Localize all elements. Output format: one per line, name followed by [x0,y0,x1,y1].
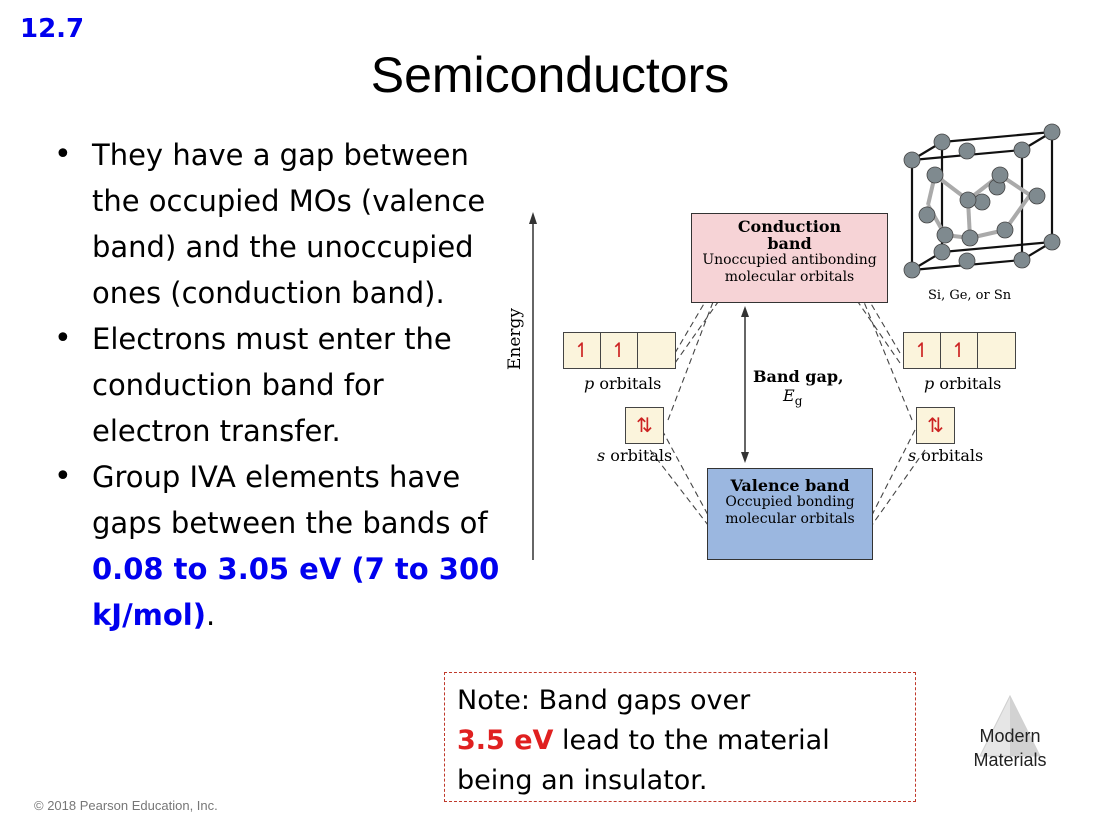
band-gap-label: Band gap, [753,367,844,386]
bullet-text: Electrons must enter the conduction band… [92,322,452,448]
s-orbital-box: ⇅ [636,413,653,437]
right-s-orbital: ⇅ [916,407,955,444]
band-gap-arrowhead-bottom [741,452,749,463]
valence-band-desc-1: Occupied bonding [725,494,855,510]
bullet-text-end: . [206,598,216,632]
bullet-text: Group IVA elements have gaps between the… [92,460,488,540]
left-s-orbital: ⇅ [625,407,664,444]
bullet-item: Electrons must enter the conduction band… [50,316,500,454]
energy-axis-label: Energy [505,307,525,370]
modern-materials-badge: Modern Materials [962,694,1058,774]
bullet-item: Group IVA elements have gaps between the… [50,454,500,638]
right-correlation-lines [857,301,926,526]
right-p-orbitals: ↿ ↿ [903,332,1016,369]
p-orbital-box: ↿ [904,333,941,368]
p-orbital-box [978,333,1015,368]
valence-band-box: Valence band Occupied bonding molecular … [707,468,873,560]
insulator-threshold: 3.5 eV [457,725,554,756]
conduction-band-title-1: Conduction [737,217,842,236]
left-correlation-lines [649,301,719,526]
conduction-band-desc-1: Unoccupied antibonding [702,252,877,268]
slide-title: Semiconductors [370,47,730,103]
note-line-2: 3.5 eV lead to the material [457,725,830,756]
band-gap-range: 0.08 to 3.05 eV (7 to 300 kJ/mol) [92,552,500,632]
pyramid-icon [979,694,1041,757]
left-s-orbitals-label: s orbitals [597,446,673,465]
energy-axis-arrowhead [529,212,537,224]
crystal-label: Si, Ge, or Sn [928,288,1012,303]
valence-band-desc-2: molecular orbitals [725,511,855,527]
left-p-orbitals-label: p orbitals [584,374,662,393]
band-gap-arrowhead-top [741,306,749,317]
bullet-text: They have a gap between the occupied MOs… [92,138,486,310]
badge-label: Modern Materials [973,726,1047,770]
bullet-list: They have a gap between the occupied MOs… [50,132,500,638]
conduction-band-desc-2: molecular orbitals [724,269,855,285]
p-orbital-box: ↿ [564,333,601,368]
conduction-band-title-2: band [767,234,812,253]
section-number: 12.7 [20,14,85,44]
crystal-lattice-image [903,123,1061,279]
note-box: Note: Band gaps over 3.5 eV lead to the … [444,672,916,802]
valence-band-title: Valence band [730,476,850,495]
band-diagram: Energy Conduction band Unoccupied antibo… [500,120,1080,580]
diagram-lines [529,123,1061,560]
conduction-band-box: Conduction band Unoccupied antibonding m… [691,213,888,303]
band-gap-symbol: Eg [783,386,803,409]
copyright-footer: © 2018 Pearson Education, Inc. [34,798,218,813]
note-line-1: Note: Band gaps over [457,685,751,716]
bullet-item: They have a gap between the occupied MOs… [50,132,500,316]
note-line-3: being an insulator. [457,765,708,796]
s-orbital-box: ⇅ [927,413,944,437]
p-orbital-box: ↿ [601,333,638,368]
left-p-orbitals: ↿ ↿ [563,332,676,369]
right-s-orbitals-label: s orbitals [908,446,984,465]
p-orbital-box: ↿ [941,333,978,368]
right-p-orbitals-label: p orbitals [924,374,1002,393]
p-orbital-box [638,333,675,368]
